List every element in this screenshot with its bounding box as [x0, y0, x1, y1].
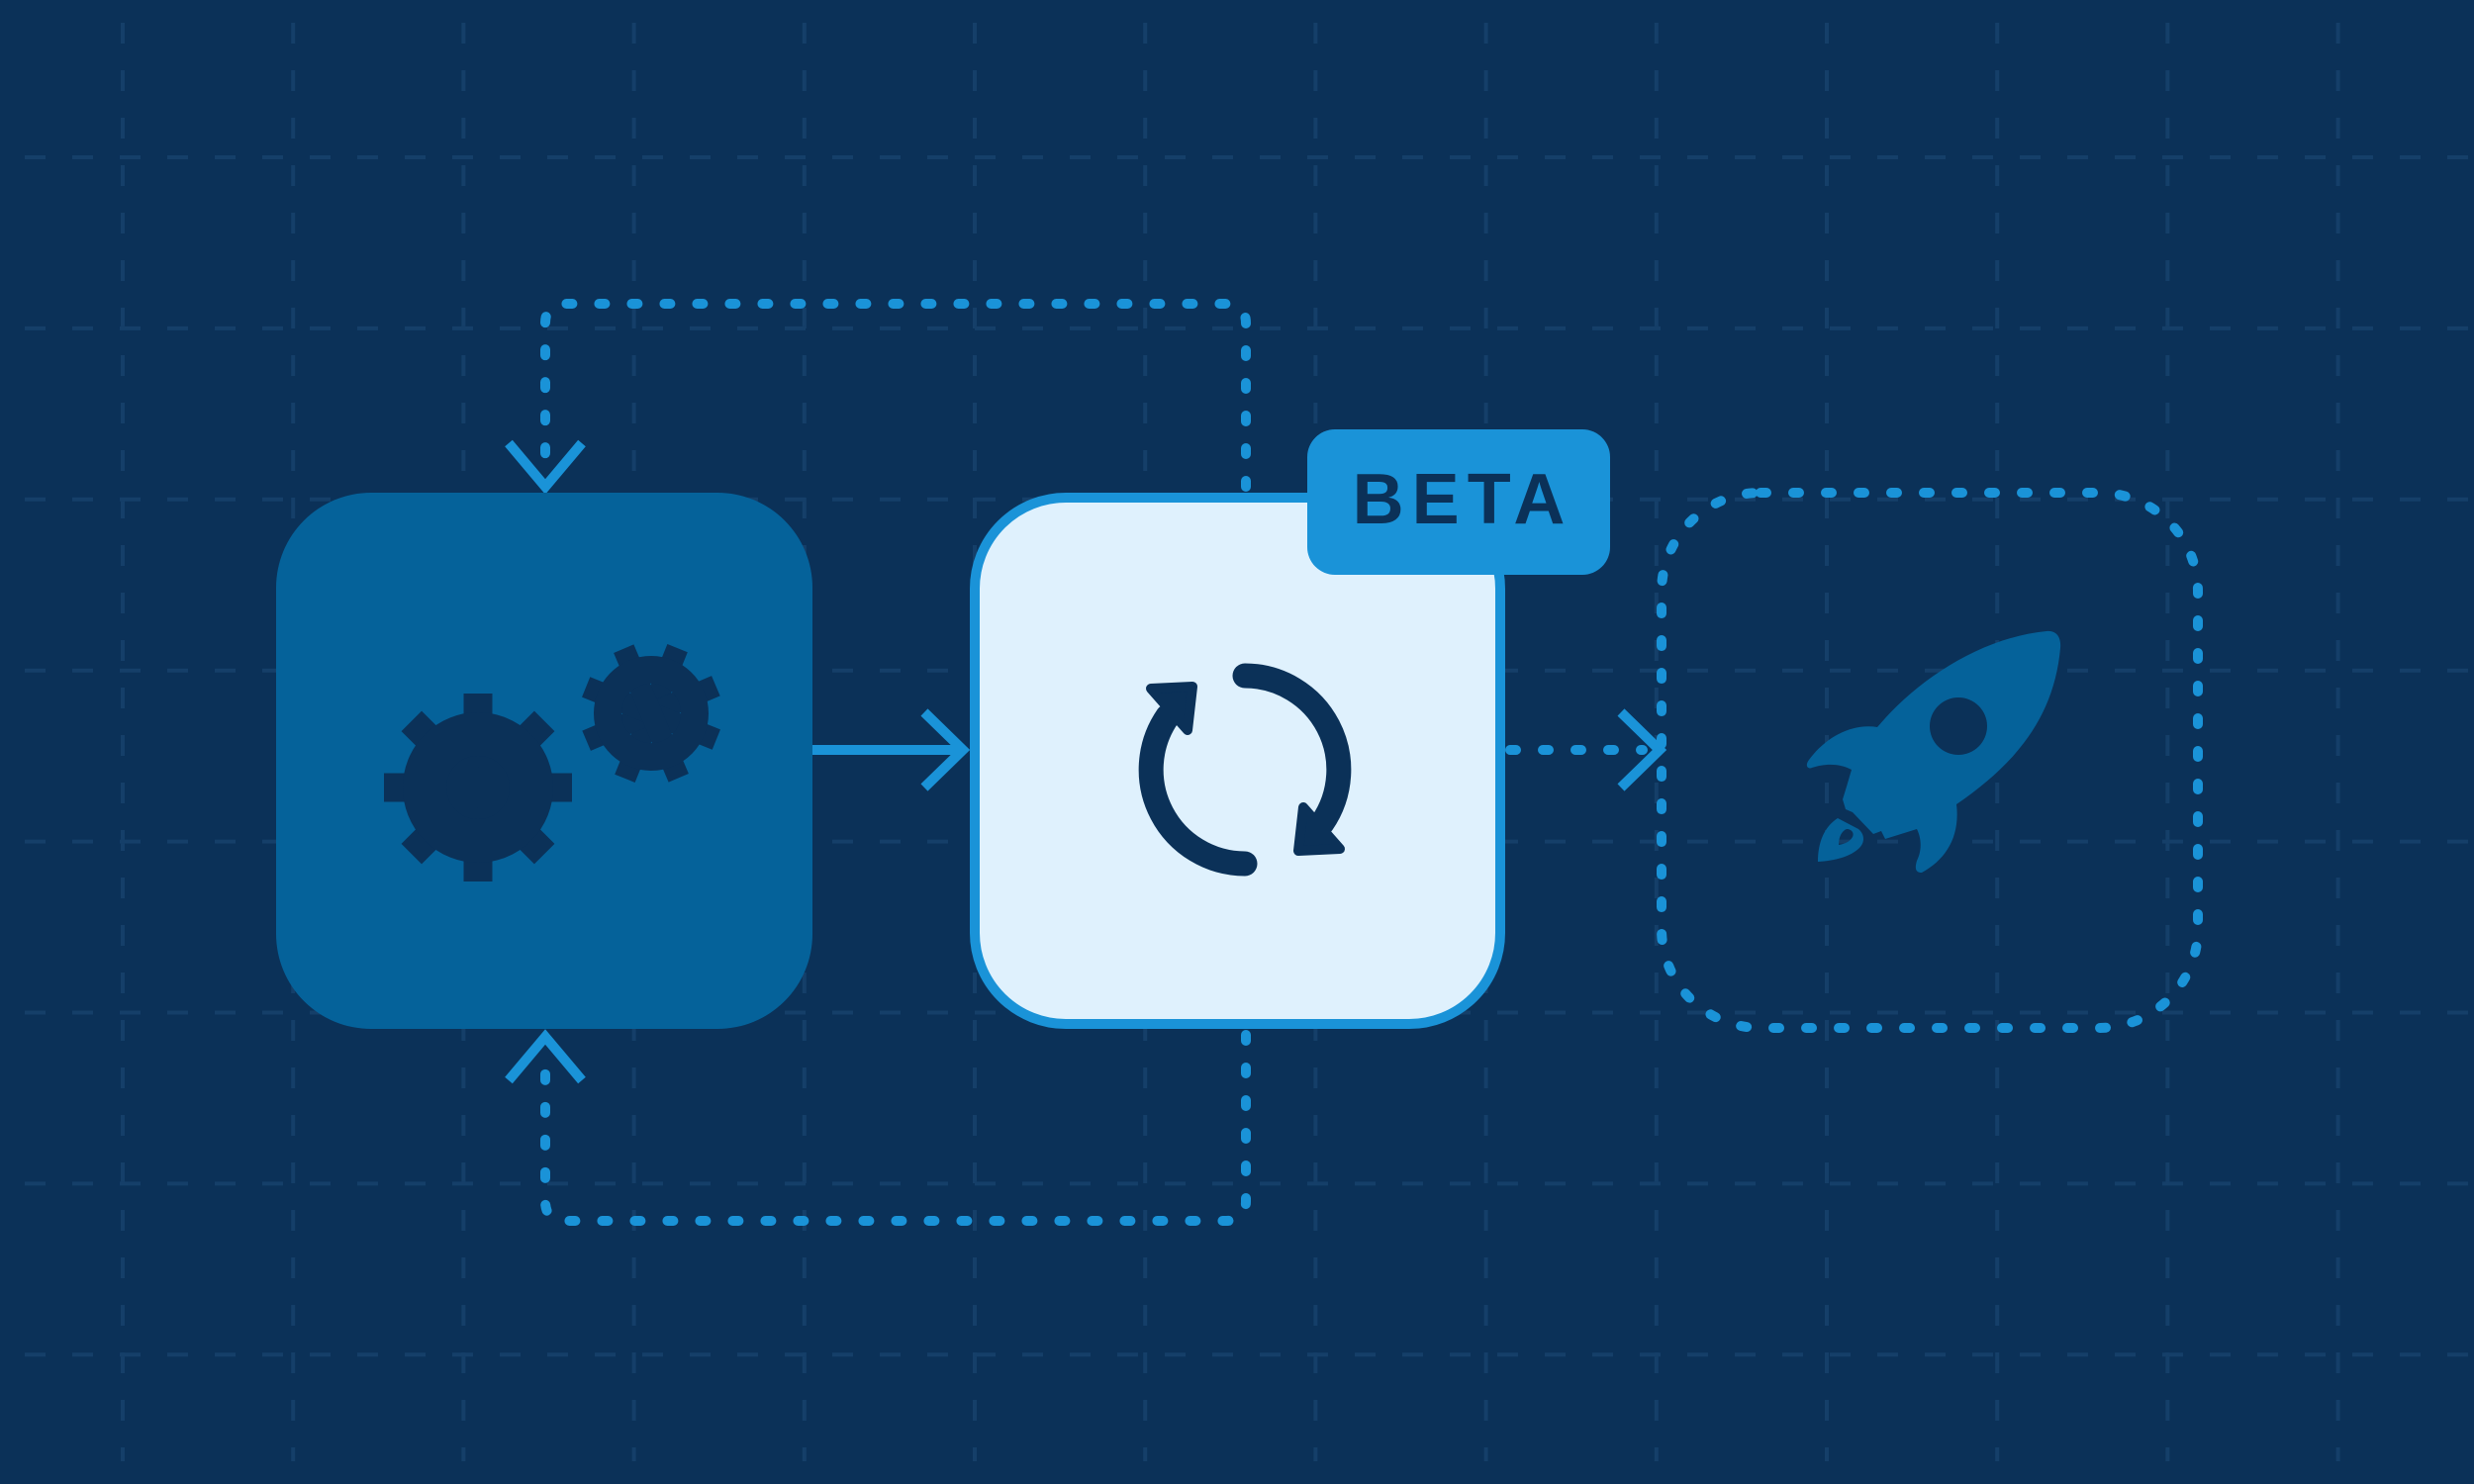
arrow-sync-to-launch	[1505, 708, 1667, 791]
beta-badge: BETA	[1307, 429, 1610, 575]
rocket-window	[1930, 697, 1987, 755]
rocket-icon	[1806, 630, 2061, 873]
rocket-body	[1806, 630, 2061, 873]
sync-arc-right	[1232, 663, 1352, 836]
arrow-right-icon	[1617, 708, 1667, 791]
sync-arc-left	[1138, 703, 1258, 877]
beta-badge-background	[1307, 429, 1610, 575]
loop-bottom-dots	[540, 1030, 1251, 1226]
node-launch[interactable]	[1657, 488, 2203, 1033]
node-configure[interactable]	[276, 493, 812, 1029]
feedback-loop-top	[505, 299, 1251, 495]
loop-top-dots	[540, 299, 1251, 492]
sync-icon	[1138, 663, 1352, 877]
large-gear-icon	[384, 694, 572, 881]
rocket-flame	[1818, 818, 1864, 862]
node-launch-dashed-box	[1657, 488, 2203, 1033]
node-sync-box	[970, 493, 1505, 1029]
arrow-configure-to-sync	[812, 708, 971, 791]
arrow-down-icon	[505, 439, 586, 495]
small-gear-icon	[582, 644, 720, 783]
sync-arrowhead-right	[1293, 802, 1345, 856]
gears-icon	[384, 644, 720, 881]
beta-badge-label: BETA	[1353, 460, 1573, 539]
arrow-right-icon	[920, 708, 971, 791]
feedback-loop-bottom	[505, 1029, 1251, 1226]
sync-arrowhead-left	[1146, 682, 1197, 735]
node-sync[interactable]	[970, 493, 1505, 1029]
arrow-up-icon	[505, 1029, 586, 1084]
